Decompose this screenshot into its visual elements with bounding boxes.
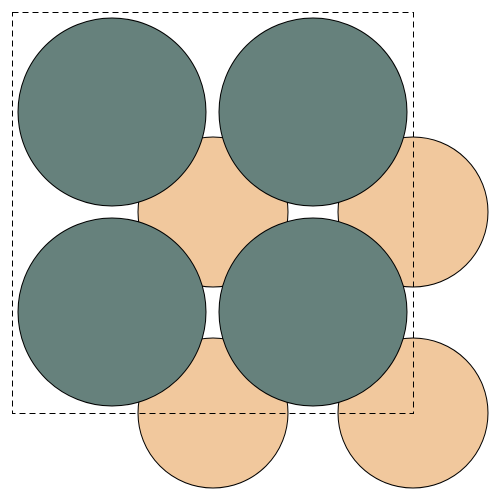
large-sphere (17, 17, 207, 207)
large-sphere (218, 17, 408, 207)
large-sphere (218, 217, 408, 407)
large-sphere (17, 217, 207, 407)
unit-cell-outline (12, 12, 414, 414)
large-sphere-layer (17, 17, 408, 407)
